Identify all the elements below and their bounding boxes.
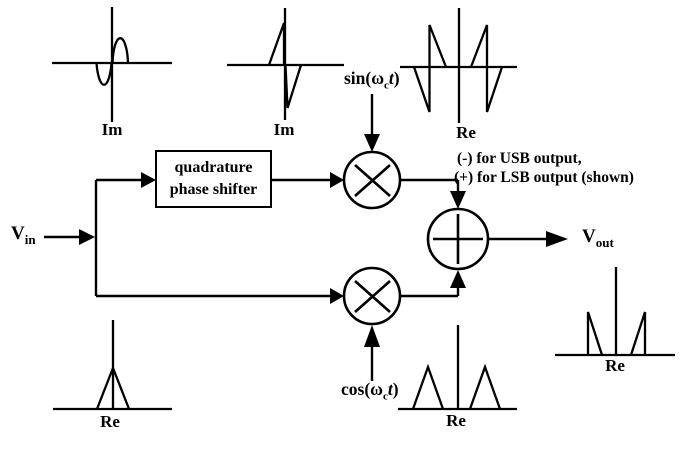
cos-subscript: c: [382, 390, 388, 403]
negative-lobe-curve: [95, 62, 113, 86]
top-branch-arrowhead: [141, 172, 156, 188]
vout-arrowhead: [546, 231, 568, 247]
axis-label-top-left: Im: [101, 120, 123, 139]
plot-spectrum-bottom-middle: [398, 325, 517, 411]
bottom-branch-arrowhead: [330, 288, 344, 304]
left-sideband: [586, 311, 604, 356]
summer-top-arrowhead: [450, 191, 466, 209]
axis-label-top-right: Re: [456, 123, 476, 142]
usb-note-line: (-) for USB output,: [457, 150, 582, 167]
axis-label-bottom-right: Re: [605, 356, 625, 375]
plot-spectrum-bottom-left: [53, 320, 172, 411]
cos-close: ): [392, 379, 399, 399]
vin-arrowhead: [79, 229, 95, 245]
vout-subscript: out: [595, 234, 614, 250]
vin-label: Vin: [11, 223, 36, 246]
cos-arrowhead: [364, 325, 380, 347]
axis-label-bottom-left: Re: [100, 412, 120, 431]
quadrature-block-line2: phase shifter: [169, 181, 258, 198]
multiplier-bottom-icon: [342, 266, 402, 326]
axis-label-bottom-middle: Re: [446, 411, 466, 430]
baseband-triangle: [95, 364, 131, 410]
quadrature-block-line1: quadrature: [174, 159, 253, 177]
lsb-note-line: (+) for LSB output (shown): [454, 169, 634, 186]
vin-subscript: in: [24, 231, 36, 247]
signal-path: [44, 94, 568, 381]
summer-icon: [426, 207, 490, 271]
right-sideband: [629, 311, 647, 356]
sin-arrowhead: [364, 134, 380, 152]
summer-bottom-arrowhead: [450, 270, 466, 288]
multiplier-top-icon: [342, 150, 402, 210]
right-triangle: [468, 363, 502, 410]
sin-carrier-label: sin(ωct): [344, 68, 400, 91]
right-sawtooth: [469, 24, 504, 113]
plot-spectrum-top-middle: [227, 8, 344, 120]
vout-label: Vout: [582, 226, 614, 249]
sin-pre: sin(ω: [344, 68, 385, 88]
plot-spectrum-bottom-right: [555, 267, 675, 357]
x-glyph-line2: [354, 164, 391, 197]
plot-spectrum-top-left: [52, 7, 172, 122]
cos-var: t: [387, 379, 393, 399]
quadrature-phase-shifter-block: quadrature phase shifter: [155, 150, 272, 208]
cos-carrier-label: cos(ωct): [341, 379, 399, 402]
usb-lsb-note: (-) for USB output, (+) for LSB output (…: [454, 149, 634, 187]
left-sawtooth: [412, 24, 448, 113]
cos-pre: cos(ω: [341, 379, 383, 399]
sin-var: t: [388, 68, 394, 88]
sin-close: ): [393, 68, 400, 88]
plot-spectrum-top-right: [400, 8, 517, 123]
axis-label-top-middle: Im: [273, 120, 295, 139]
positive-lobe-curve: [111, 37, 130, 64]
sin-subscript: c: [384, 79, 389, 92]
left-triangle: [411, 363, 445, 410]
negative-ramp: [284, 64, 303, 109]
shifter-output-arrowhead: [330, 172, 344, 188]
vin-base: V: [11, 223, 25, 244]
vout-base: V: [582, 226, 596, 247]
x-glyph-line2: [354, 280, 391, 313]
positive-ramp: [267, 22, 286, 66]
